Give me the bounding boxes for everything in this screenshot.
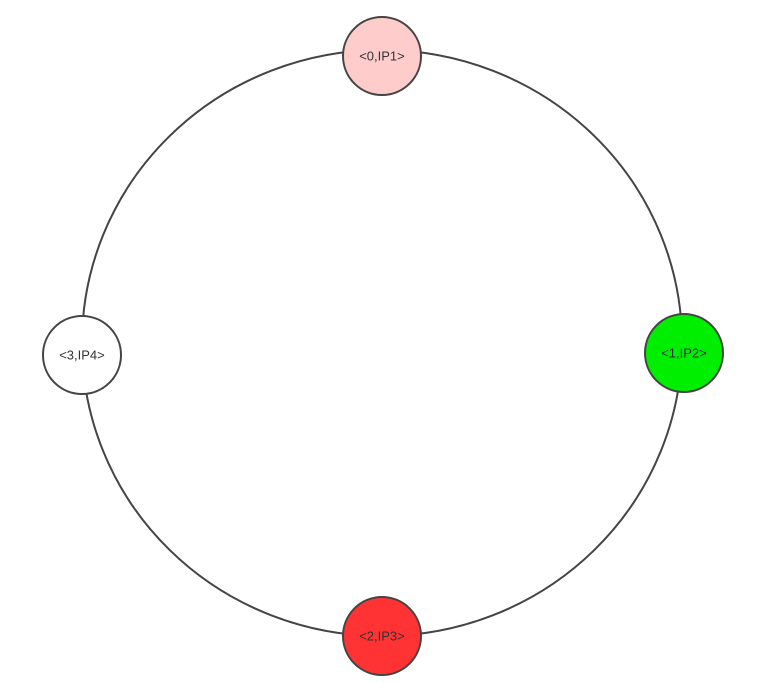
ring-node-0-label: <0,IP1> bbox=[359, 49, 405, 64]
hash-ring bbox=[81, 49, 683, 637]
ring-node-2: <2,IP3> bbox=[342, 596, 422, 676]
ring-node-0-circle bbox=[342, 16, 422, 96]
ring-node-1-label: <1,IP2> bbox=[661, 346, 707, 361]
ring-node-2-label: <2,IP3> bbox=[359, 629, 405, 644]
ring-node-0: <0,IP1> bbox=[342, 16, 422, 96]
ring-node-1-circle bbox=[644, 313, 724, 393]
ring-node-1: <1,IP2> bbox=[644, 313, 724, 393]
ring-node-2-circle bbox=[342, 596, 422, 676]
ring-node-3: <3,IP4> bbox=[42, 315, 122, 395]
ring-node-3-circle bbox=[42, 315, 122, 395]
ring-node-3-label: <3,IP4> bbox=[59, 348, 105, 363]
